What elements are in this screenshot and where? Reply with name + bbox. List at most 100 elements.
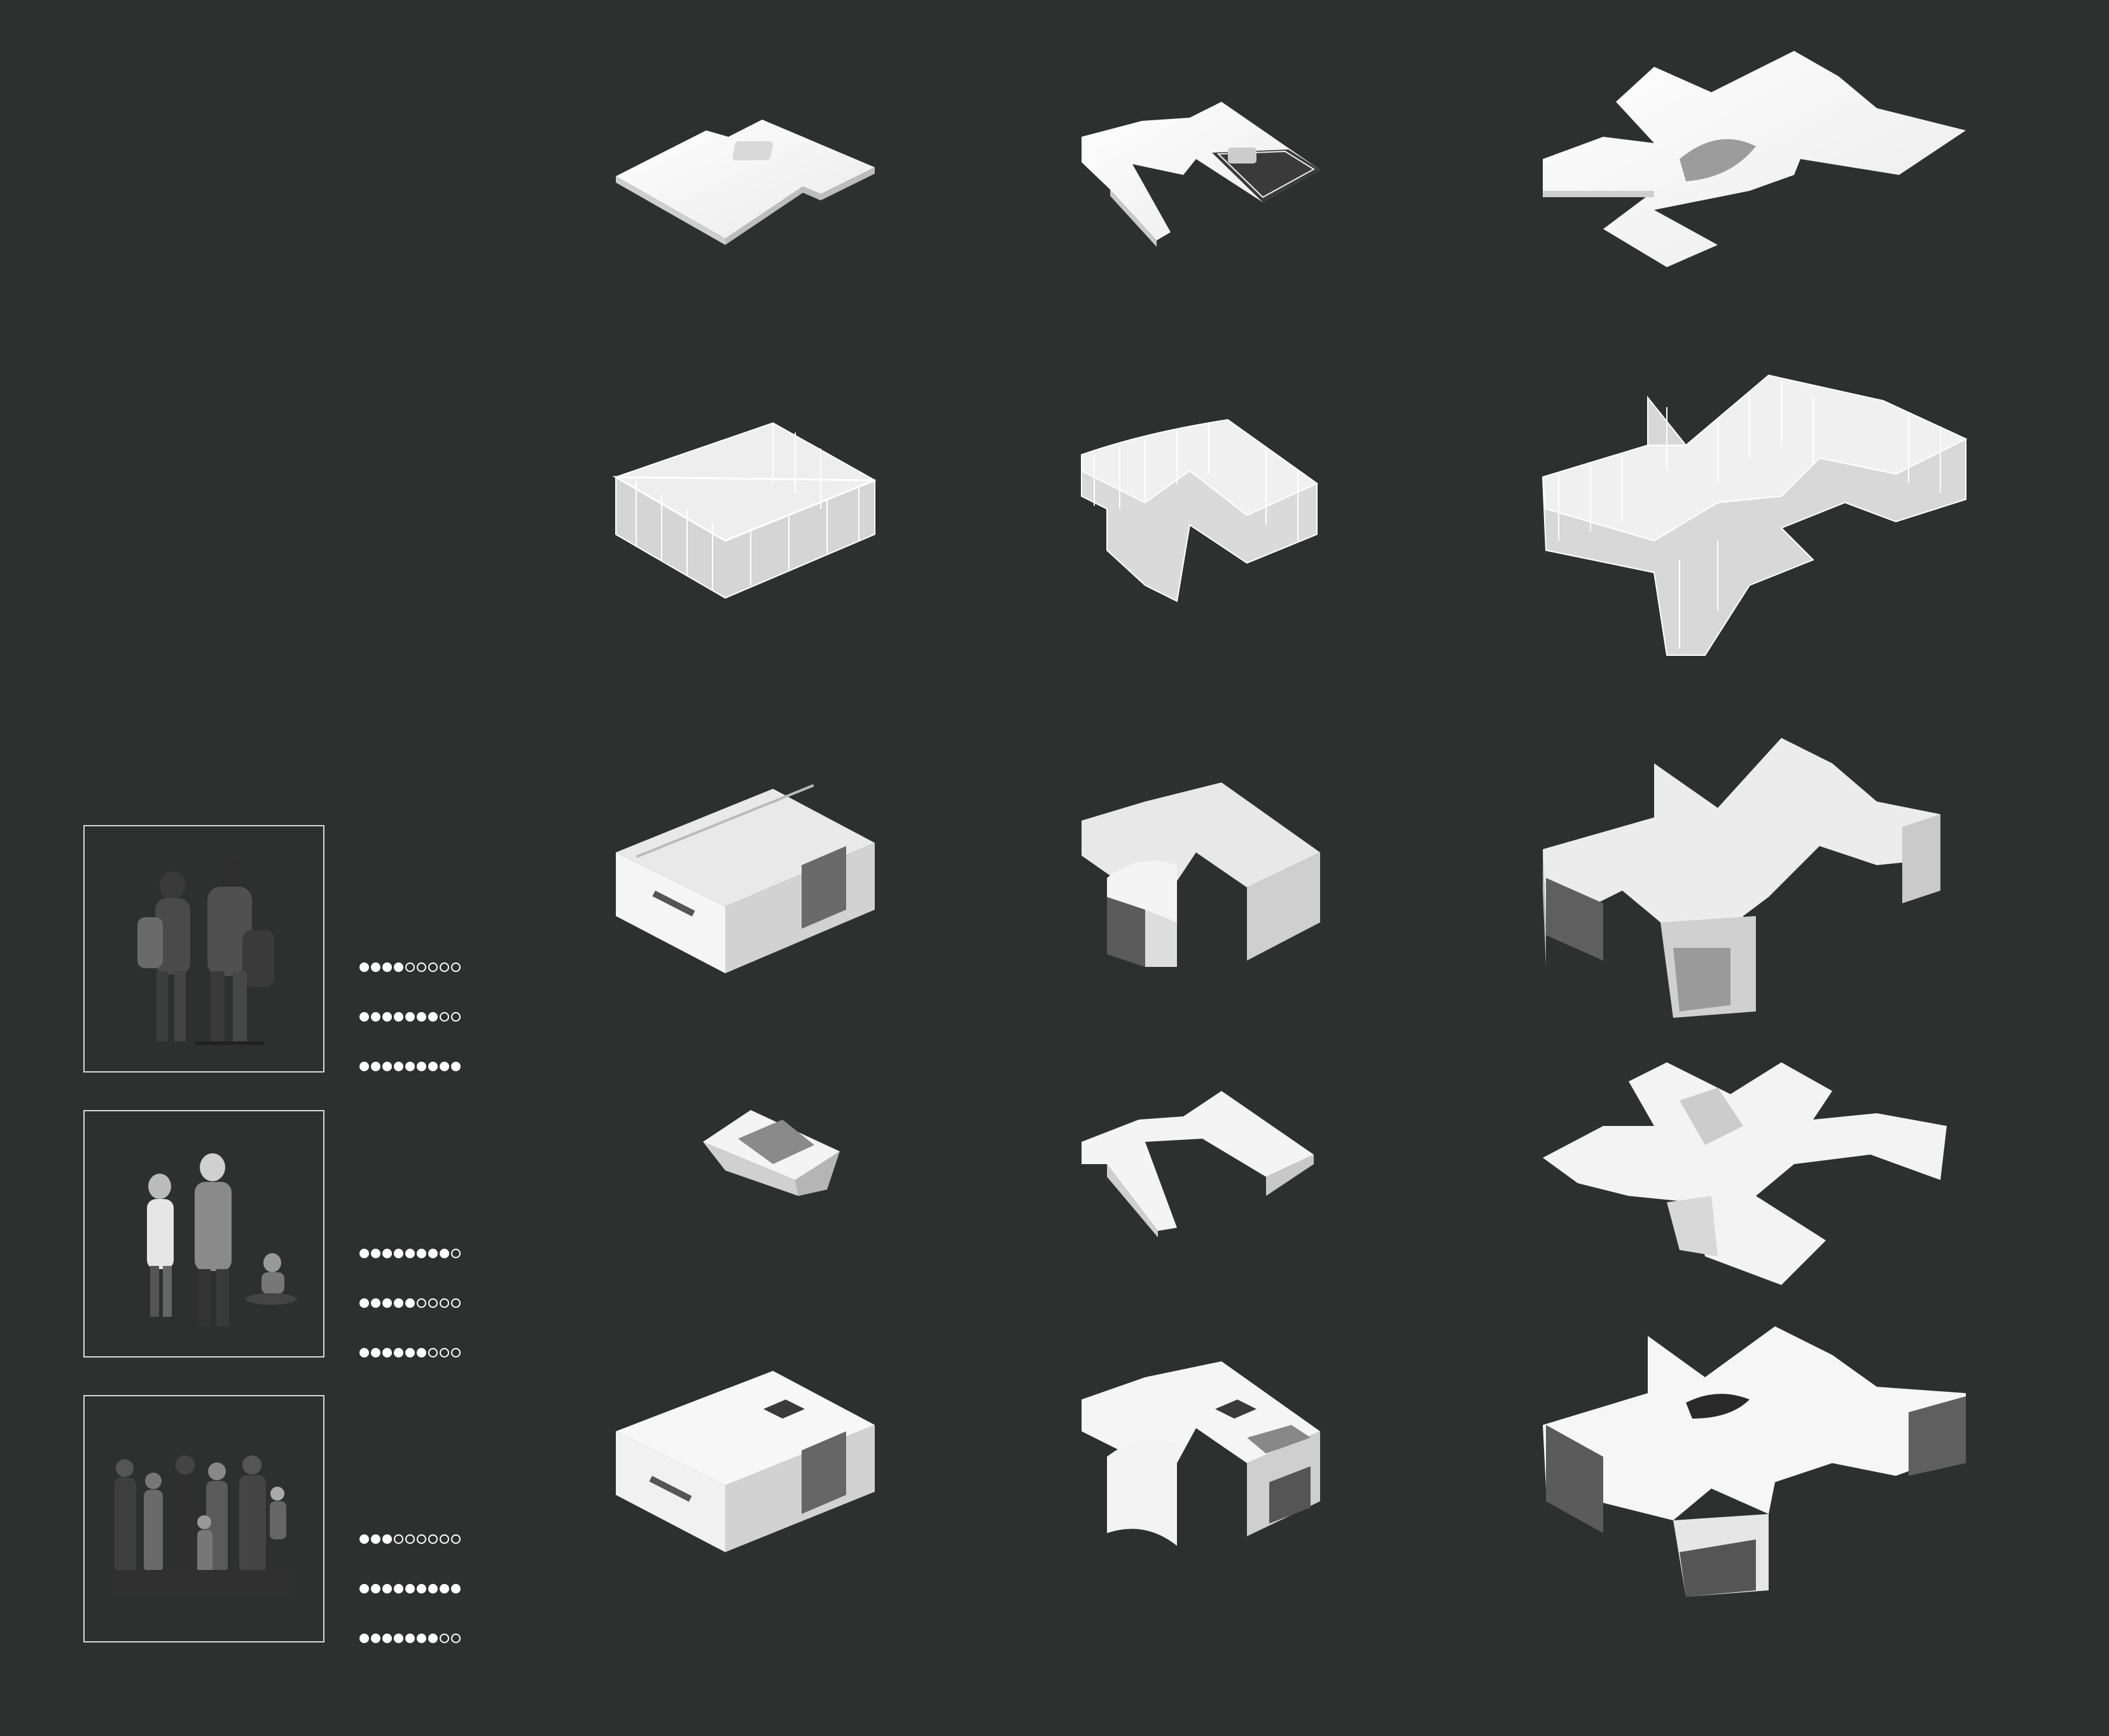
rating-dot-filled	[371, 1012, 380, 1022]
option-3-massing	[1543, 1326, 1966, 1597]
family-photo-panel-1	[83, 825, 324, 1073]
rating-dot-filled	[405, 1012, 415, 1022]
family-photo-panel-3	[83, 1395, 324, 1642]
rating-dot-filled	[359, 1634, 369, 1643]
rating-dot-empty	[440, 1298, 449, 1308]
rating-dot-filled	[359, 1534, 369, 1544]
rating-dot-empty	[451, 1348, 461, 1358]
rating-dot-empty	[451, 1298, 461, 1308]
rating-dots	[359, 1584, 461, 1594]
rating-dot-empty	[451, 1534, 461, 1544]
option-1-frame-glazing	[612, 422, 877, 599]
rating-dot-filled	[428, 1634, 438, 1643]
rating-dot-filled	[405, 1584, 415, 1594]
rating-dot-empty	[451, 1012, 461, 1022]
rating-dot-filled	[359, 1348, 369, 1358]
rating-dot-empty	[428, 1298, 438, 1308]
rating-dot-filled	[417, 1062, 426, 1071]
rating-dot-filled	[394, 1298, 403, 1308]
rating-dot-filled	[382, 1634, 392, 1643]
rating-dot-empty	[428, 1348, 438, 1358]
rating-dot-filled	[451, 1584, 461, 1594]
rating-dot-filled	[382, 1249, 392, 1258]
rating-dot-filled	[371, 1534, 380, 1544]
rating-dots	[359, 1298, 461, 1308]
rating-dot-filled	[359, 1012, 369, 1022]
rating-dot-filled	[371, 1249, 380, 1258]
rating-dot-empty	[440, 962, 449, 972]
rating-dot-filled	[417, 1634, 426, 1643]
rating-dot-filled	[405, 1249, 415, 1258]
rating-dot-filled	[440, 1584, 449, 1594]
rating-dot-empty	[417, 1534, 426, 1544]
rating-dots	[359, 1012, 461, 1022]
rating-dot-filled	[405, 1348, 415, 1358]
rating-dot-empty	[451, 1249, 461, 1258]
option-3-frame-glazing	[1542, 374, 1968, 656]
rating-dot-filled	[417, 1249, 426, 1258]
rating-dot-filled	[394, 1249, 403, 1258]
rating-dot-empty	[405, 962, 415, 972]
rating-dots	[359, 962, 461, 972]
rating-dot-filled	[394, 1348, 403, 1358]
rating-dots	[359, 1348, 461, 1358]
option-1-foundation	[703, 1110, 840, 1196]
rating-dots	[359, 1062, 461, 1071]
rating-dot-empty	[440, 1634, 449, 1643]
rating-dot-filled	[440, 1249, 449, 1258]
rating-dots	[359, 1634, 461, 1643]
option-2-roof-plate	[1082, 102, 1320, 247]
rating-dot-empty	[451, 962, 461, 972]
rating-dot-filled	[382, 1012, 392, 1022]
option-3-foundation	[1543, 1062, 1947, 1285]
option-1-roof-plate	[616, 120, 875, 245]
rating-dot-filled	[371, 962, 380, 972]
rating-dot-filled	[405, 1062, 415, 1071]
rating-dot-filled	[405, 1634, 415, 1643]
option-2-foundation	[1082, 1091, 1314, 1237]
rating-dot-filled	[371, 1634, 380, 1643]
rating-dot-filled	[451, 1062, 461, 1071]
rating-dot-filled	[382, 1348, 392, 1358]
rating-dot-filled	[405, 1298, 415, 1308]
rating-dot-empty	[428, 962, 438, 972]
extended-family-photo-icon	[111, 1455, 293, 1595]
option-1-massing	[616, 1371, 875, 1552]
rating-dot-filled	[359, 1298, 369, 1308]
hikers-photo-icon	[137, 857, 274, 1045]
rating-dot-filled	[382, 1584, 392, 1594]
option-1-walls	[616, 784, 875, 973]
rating-dots	[359, 1534, 461, 1544]
rating-dot-empty	[417, 1298, 426, 1308]
option-3-walls	[1543, 738, 1940, 1018]
option-3-roof-plate	[1543, 51, 1966, 267]
rating-dot-filled	[394, 1584, 403, 1594]
rating-dots	[359, 1249, 461, 1258]
rating-dot-empty	[440, 1534, 449, 1544]
rating-dot-empty	[417, 962, 426, 972]
option-2-walls	[1082, 782, 1320, 967]
rating-dot-filled	[394, 1062, 403, 1071]
rating-dot-filled	[382, 1298, 392, 1308]
rating-dot-filled	[382, 962, 392, 972]
rating-dot-empty	[428, 1534, 438, 1544]
rating-dot-filled	[359, 1249, 369, 1258]
rating-dot-filled	[371, 1062, 380, 1071]
rating-dot-filled	[371, 1298, 380, 1308]
rating-dot-filled	[394, 1634, 403, 1643]
rating-dot-empty	[440, 1348, 449, 1358]
couple-with-sled-photo-icon	[146, 1153, 296, 1326]
rating-dot-filled	[428, 1012, 438, 1022]
rating-dot-filled	[417, 1012, 426, 1022]
rating-dot-empty	[451, 1634, 461, 1643]
option-2-massing	[1082, 1361, 1320, 1546]
rating-dot-filled	[394, 962, 403, 972]
rating-dot-filled	[382, 1062, 392, 1071]
rating-dot-empty	[394, 1534, 403, 1544]
rating-dot-empty	[405, 1534, 415, 1544]
family-photo-panel-2	[83, 1110, 324, 1358]
rating-dot-filled	[371, 1584, 380, 1594]
option-2-frame-glazing	[1081, 419, 1318, 602]
rating-dot-filled	[359, 962, 369, 972]
